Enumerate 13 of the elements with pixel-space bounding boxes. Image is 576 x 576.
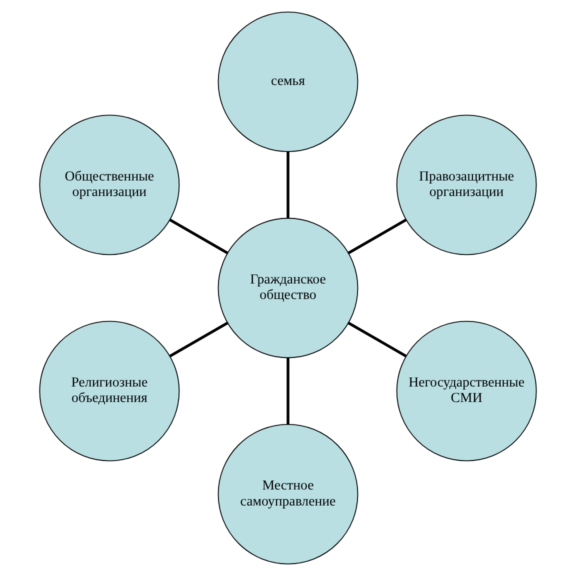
connector bbox=[169, 322, 228, 358]
node-circle: Религиозные объединения bbox=[39, 320, 180, 462]
connector bbox=[348, 322, 407, 358]
node-circle: Негосударственные СМИ bbox=[396, 320, 537, 462]
connector bbox=[348, 218, 407, 254]
connector bbox=[169, 218, 228, 254]
node-circle: Гражданское общество bbox=[218, 218, 358, 358]
node-circle: Общественные организации bbox=[39, 114, 180, 256]
node-circle: семья bbox=[218, 12, 358, 152]
node-circle: Правозащитные организации bbox=[396, 114, 537, 256]
node-circle: Местное самоуправление bbox=[218, 424, 358, 564]
connector bbox=[286, 358, 290, 424]
connector bbox=[286, 152, 290, 218]
